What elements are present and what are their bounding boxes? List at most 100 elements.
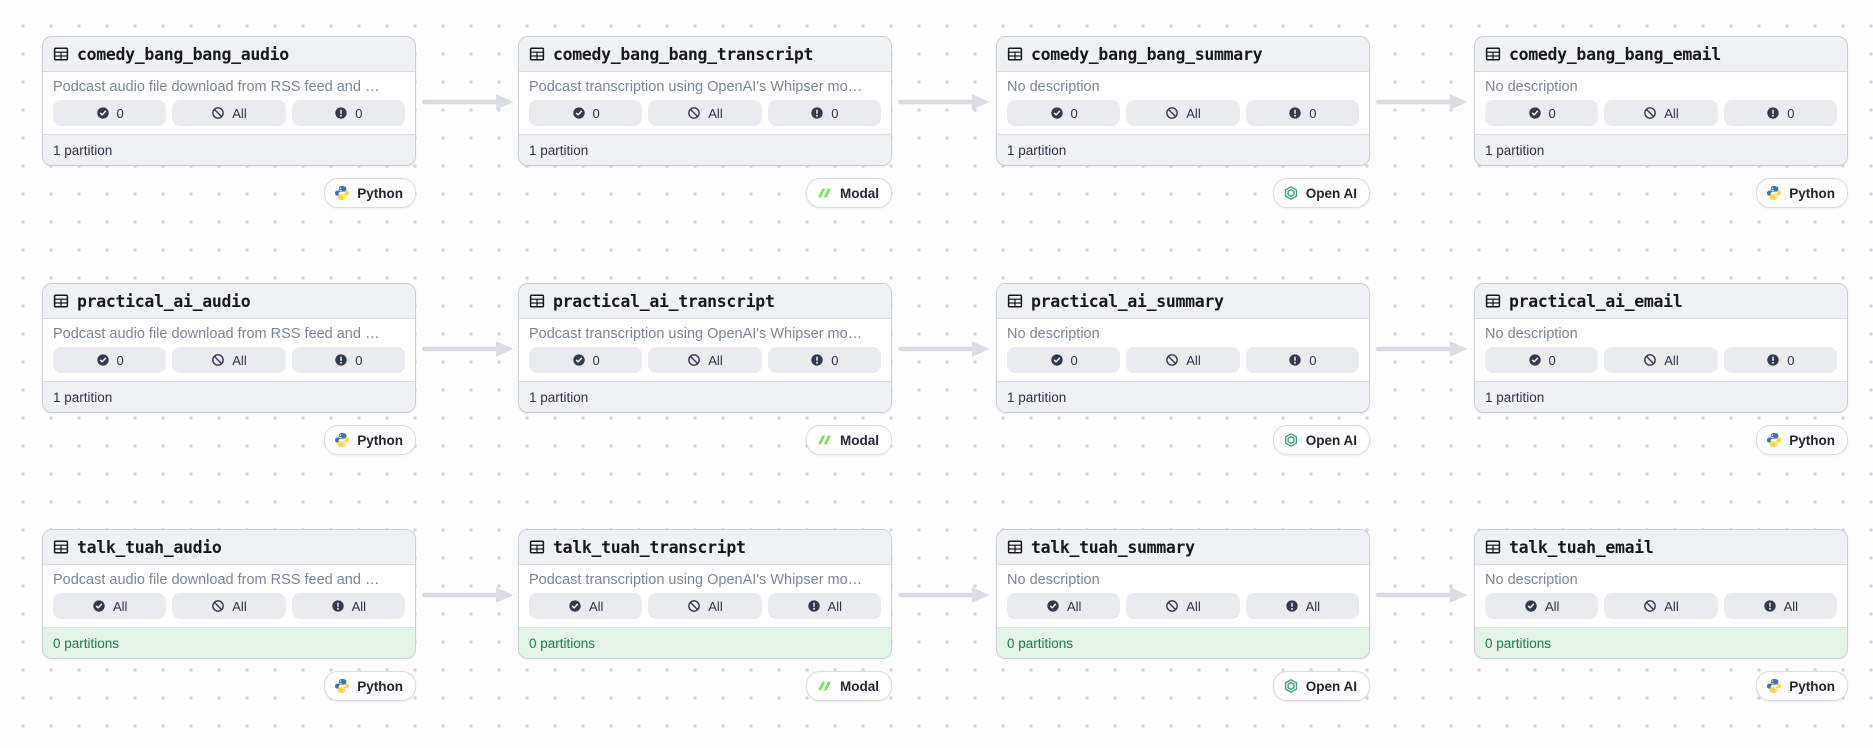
badge-value: All (708, 352, 723, 368)
table-icon (1485, 46, 1501, 62)
badge-value: All (708, 598, 723, 614)
kind-tag-python[interactable]: Python (1756, 425, 1848, 455)
asset-title: talk_tuah_transcript (553, 537, 746, 557)
asset-node[interactable]: practical_ai_email No description 0 All … (1474, 283, 1848, 413)
alert-circle-icon (810, 353, 824, 367)
asset-node[interactable]: comedy_bang_bang_summary No description … (996, 36, 1370, 166)
materialized-badge: All (1485, 593, 1599, 619)
missing-badge: All (172, 347, 286, 373)
python-logo-icon (1766, 678, 1782, 694)
asset-node[interactable]: talk_tuah_summary No description All All… (996, 529, 1370, 659)
kind-tag-label: Python (1789, 678, 1835, 694)
materialized-badge: All (53, 593, 167, 619)
asset-node-header: practical_ai_email (1475, 284, 1847, 319)
kind-tag-python[interactable]: Python (324, 671, 416, 701)
asset-node[interactable]: comedy_bang_bang_transcript Podcast tran… (518, 36, 892, 166)
badge-value: 0 (592, 105, 600, 121)
alert-circle-icon (810, 106, 824, 120)
kind-tag-label: Open AI (1305, 678, 1357, 694)
failed-badge: All (1245, 593, 1359, 619)
partition-count: 1 partition (43, 134, 415, 165)
edge-arrow (422, 585, 514, 605)
alert-circle-icon (1763, 599, 1777, 613)
badge-value: All (1664, 105, 1679, 121)
edge-arrow (898, 92, 990, 112)
failed-badge: All (767, 593, 881, 619)
asset-node[interactable]: practical_ai_audio Podcast audio file do… (42, 283, 416, 413)
alert-circle-icon (807, 599, 821, 613)
asset-node[interactable]: practical_ai_summary No description 0 Al… (996, 283, 1370, 413)
kind-tag-modal[interactable]: Modal (806, 671, 892, 701)
status-badges: 0 All 0 (53, 100, 405, 126)
python-logo-icon (334, 678, 350, 694)
status-badges: 0 All 0 (1485, 100, 1837, 126)
asset-node[interactable]: comedy_bang_bang_audio Podcast audio fil… (42, 36, 416, 166)
asset-title: practical_ai_email (1509, 291, 1683, 311)
kind-tag-python[interactable]: Python (324, 425, 416, 455)
asset-node[interactable]: comedy_bang_bang_email No description 0 … (1474, 36, 1848, 166)
slash-circle-icon (1643, 599, 1657, 613)
badge-value: 0 (592, 352, 600, 368)
table-icon (529, 293, 545, 309)
badge-value: 0 (831, 105, 839, 121)
asset-node[interactable]: talk_tuah_email No description All All A… (1474, 529, 1848, 659)
kind-tag-python[interactable]: Python (1756, 178, 1848, 208)
alert-circle-icon (331, 599, 345, 613)
check-circle-icon (1528, 353, 1542, 367)
table-icon (1485, 539, 1501, 555)
asset-node-header: practical_ai_audio (43, 284, 415, 319)
badge-value: All (1783, 598, 1799, 614)
kind-tag-python[interactable]: Python (1756, 671, 1848, 701)
asset-node[interactable]: talk_tuah_audio Podcast audio file downl… (42, 529, 416, 659)
badge-value: 0 (116, 352, 124, 368)
kind-tag-modal[interactable]: Modal (806, 425, 892, 455)
kind-tag-openai[interactable]: Open AI (1272, 178, 1370, 208)
badge-value: All (1186, 105, 1201, 121)
partition-count: 1 partition (43, 381, 415, 412)
asset-title: practical_ai_audio (77, 291, 251, 311)
failed-badge: All (291, 593, 405, 619)
table-icon (1007, 539, 1023, 555)
alert-circle-icon (334, 106, 348, 120)
asset-node[interactable]: practical_ai_transcript Podcast transcri… (518, 283, 892, 413)
openai-logo-icon (1283, 432, 1299, 448)
python-logo-icon (1766, 185, 1782, 201)
slash-circle-icon (211, 353, 225, 367)
status-badges: All All All (1007, 593, 1359, 619)
kind-tag-openai[interactable]: Open AI (1272, 425, 1370, 455)
kind-tag-label: Open AI (1305, 185, 1357, 201)
missing-badge: All (648, 347, 762, 373)
badge-value: 0 (831, 352, 839, 368)
check-circle-icon (96, 106, 110, 120)
asset-title: talk_tuah_audio (77, 537, 222, 557)
asset-node-header: talk_tuah_audio (43, 530, 415, 565)
kind-tag-modal[interactable]: Modal (806, 178, 892, 208)
missing-badge: All (1604, 100, 1718, 126)
kind-tag-label: Modal (840, 678, 879, 694)
table-icon (1007, 293, 1023, 309)
materialized-badge: 0 (1007, 100, 1121, 126)
slash-circle-icon (1165, 599, 1179, 613)
failed-badge: 0 (291, 347, 405, 373)
asset-node[interactable]: talk_tuah_transcript Podcast transcripti… (518, 529, 892, 659)
kind-tag-label: Python (1789, 185, 1835, 201)
materialized-badge: 0 (1485, 347, 1599, 373)
python-logo-icon (1766, 432, 1782, 448)
kind-tag-label: Python (357, 185, 403, 201)
badge-value: 0 (355, 352, 363, 368)
kind-tag-openai[interactable]: Open AI (1272, 671, 1370, 701)
asset-title: comedy_bang_bang_email (1509, 44, 1721, 64)
asset-description: Podcast transcription using OpenAI's Whi… (529, 572, 863, 588)
table-icon (1485, 293, 1501, 309)
table-icon (529, 539, 545, 555)
kind-tag-python[interactable]: Python (324, 178, 416, 208)
check-circle-icon (1050, 353, 1064, 367)
slash-circle-icon (1165, 353, 1179, 367)
openai-logo-icon (1283, 678, 1299, 694)
materialized-badge: 0 (529, 100, 643, 126)
asset-node-header: talk_tuah_summary (997, 530, 1369, 565)
slash-circle-icon (1643, 353, 1657, 367)
partition-count: 1 partition (1475, 381, 1847, 412)
table-icon (53, 293, 69, 309)
